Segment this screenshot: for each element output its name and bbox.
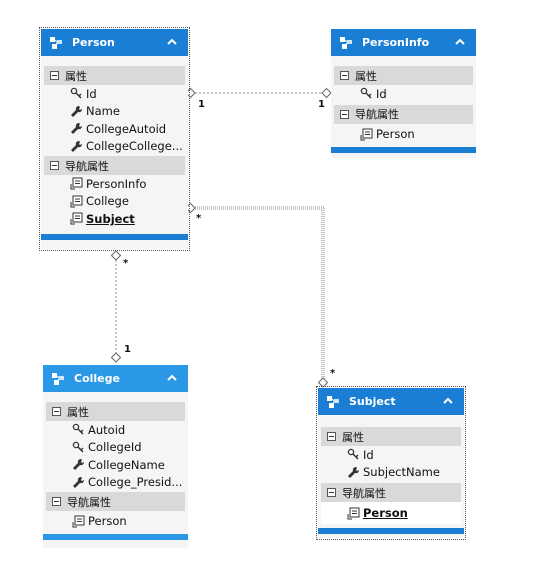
navigation-row[interactable]: Subject [44,210,185,228]
navigation-property-icon [72,515,85,527]
property-row[interactable]: Id [44,85,185,103]
section-navigation[interactable]: 导航属性 [44,156,185,175]
section-properties[interactable]: 属性 [46,402,185,421]
wrench-icon [73,476,85,488]
property-row[interactable]: Id [334,85,473,103]
collapse-toggle-icon[interactable] [340,71,349,80]
entity-subject[interactable]: Subject 属性 Id SubjectName 导航属性 Pers [316,386,466,540]
multiplicity-label: 1 [124,344,131,355]
entity-footer [41,233,188,240]
entity-header[interactable]: Person [41,29,188,56]
navigation-property-icon [70,195,83,208]
section-properties[interactable]: 属性 [44,66,185,85]
multiplicity-label: * [123,258,129,269]
collapse-toggle-icon[interactable] [52,407,61,416]
section-label: 属性 [342,430,364,444]
section-label: 属性 [67,405,89,419]
chevron-up-icon[interactable] [166,36,178,48]
connector-end-diamond [110,352,122,363]
multiplicity-label: 1 [198,99,205,110]
key-icon [360,88,372,99]
key-icon [72,441,84,453]
multiplicity-label: * [196,213,202,224]
property-row[interactable]: Autoid [46,421,185,439]
section-properties[interactable]: 属性 [334,66,473,85]
wrench-icon [348,466,360,478]
chevron-up-icon[interactable] [166,372,178,384]
entity-person[interactable]: Person 属性 Id Name CollegeAutoid Col [39,27,190,251]
section-label: 导航属性 [65,159,109,173]
entity-title: PersonInfo [362,36,430,49]
chevron-up-icon[interactable] [454,36,466,48]
key-icon [72,424,84,435]
key-icon [347,449,359,460]
collapse-toggle-icon[interactable] [327,432,336,441]
entity-footer [318,528,464,534]
property-row[interactable]: CollegeCollege... [44,138,185,156]
collapse-toggle-icon[interactable] [340,109,349,119]
property-row[interactable]: SubjectName [321,464,461,482]
property-row[interactable]: Name [44,103,185,121]
connector-end-diamond [110,250,122,261]
wrench-icon [73,459,85,471]
navigation-property-icon [70,212,83,225]
connector-end-diamond [185,87,196,99]
navigation-property-icon [360,128,373,140]
navigation-row[interactable]: Person [321,502,461,524]
section-navigation[interactable]: 导航属性 [334,104,473,124]
entity-footer [43,534,188,540]
property-row[interactable]: College_Presid... [46,474,185,492]
collapse-toggle-icon[interactable] [52,497,61,506]
wrench-icon [71,123,83,135]
entity-icon [52,372,64,385]
section-label: 导航属性 [67,495,111,509]
collapse-toggle-icon[interactable] [50,161,59,170]
connector-end-diamond [185,202,196,214]
section-label: 导航属性 [342,486,386,500]
section-label: 属性 [65,69,87,83]
entity-personinfo[interactable]: PersonInfo 属性 Id 导航属性 Person [331,29,476,158]
multiplicity-label: 1 [318,99,325,110]
section-navigation[interactable]: 导航属性 [46,492,185,511]
navigation-property-icon [347,507,360,519]
entity-college[interactable]: College 属性 Autoid CollegeId CollegeName [43,365,188,548]
entity-header[interactable]: Subject [318,388,464,415]
entity-header[interactable]: College [43,365,188,392]
entity-title: Person [72,36,115,49]
navigation-property-icon [70,177,83,190]
section-properties[interactable]: 属性 [321,427,461,446]
wrench-icon [71,105,83,117]
collapse-toggle-icon[interactable] [50,71,59,80]
property-row[interactable]: CollegeAutoid [44,120,185,138]
entity-icon [327,395,339,408]
entity-title: Subject [349,395,396,408]
connector-end-diamond [317,377,329,388]
section-label: 导航属性 [355,108,399,121]
chevron-up-icon[interactable] [442,395,454,407]
multiplicity-label: * [330,368,336,379]
entity-title: College [74,372,120,385]
property-row[interactable]: CollegeId [46,439,185,457]
navigation-row[interactable]: Person [46,511,185,531]
key-icon [70,88,82,99]
wrench-icon [71,140,83,152]
collapse-toggle-icon[interactable] [327,488,336,497]
section-label: 属性 [355,69,377,83]
property-row[interactable]: CollegeName [46,456,185,474]
entity-header[interactable]: PersonInfo [331,29,476,56]
property-row[interactable]: Id [321,446,461,464]
navigation-row[interactable]: PersonInfo [44,175,185,193]
section-navigation[interactable]: 导航属性 [321,483,461,502]
entity-footer [331,146,476,153]
navigation-row[interactable]: Person [334,124,473,145]
connector-end-diamond [321,87,332,99]
entity-icon [340,36,352,49]
connector-person-subject [191,206,325,382]
entity-icon [50,36,62,49]
navigation-row[interactable]: College [44,193,185,211]
